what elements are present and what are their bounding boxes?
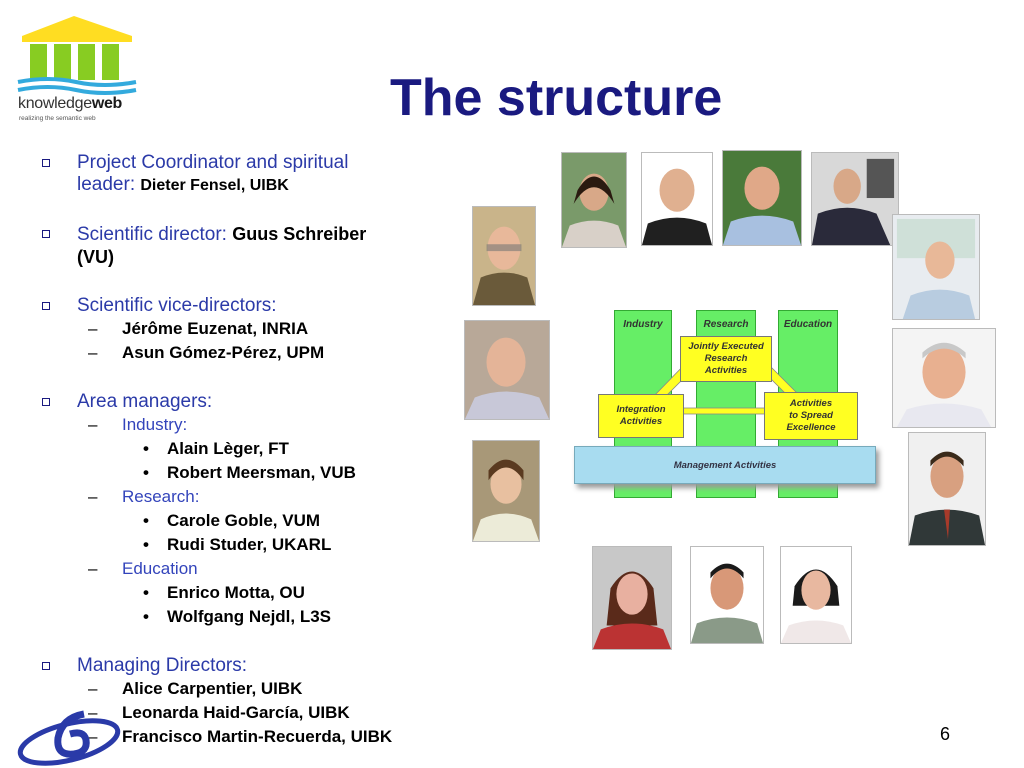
portrait-photo <box>908 432 986 546</box>
list-item: –Leonarda Haid-García, UIBK <box>88 703 350 722</box>
list-item: •Rudi Studer, UKARL <box>143 535 332 554</box>
research-heading: –Research: <box>88 487 200 506</box>
page-number: 6 <box>940 724 951 744</box>
square-bullet-icon <box>42 230 50 238</box>
portrait-photo <box>592 546 672 650</box>
portrait-photo <box>641 152 713 246</box>
list-item: •Wolfgang Nejdl, L3S <box>143 607 332 626</box>
logo-wordmark: knowledgeweb <box>18 95 123 112</box>
portrait-photo <box>780 546 852 644</box>
knowledgeweb-logo <box>14 14 140 126</box>
list-item: –Francisco Martin-Recuerda, UIBK <box>88 727 393 746</box>
list-item: •Carole Goble, VUM <box>143 511 321 530</box>
list-item: –Asun Gómez-Pérez, UPM <box>88 343 325 362</box>
list-item: –Alice Carpentier, UIBK <box>88 679 303 698</box>
portrait-photo <box>472 440 540 542</box>
list-item: •Alain Lèger, FT <box>143 439 289 458</box>
portrait-photo <box>464 320 550 420</box>
vice-directors-item: Scientific vice-directors: <box>40 295 460 317</box>
portrait-photo <box>722 150 802 246</box>
square-bullet-icon <box>42 398 50 406</box>
eu-sixth-framework-logo-icon <box>17 710 121 766</box>
slide-title: The structure <box>390 69 723 127</box>
area-managers-item: Area managers: <box>40 391 460 413</box>
education-heading: –Education <box>88 559 198 578</box>
managing-directors-item: Managing Directors: <box>40 655 460 677</box>
list-item: •Robert Meersman, VUB <box>143 463 356 482</box>
coordinator-item: Project Coordinator and spiritual leader… <box>40 152 460 197</box>
structure-diagram: Industry Research Education Jointly Exec… <box>574 308 880 504</box>
square-bullet-icon <box>42 159 50 167</box>
management-activities-bar: Management Activities <box>574 446 876 484</box>
portrait-photo <box>561 152 627 248</box>
portrait-photo <box>690 546 764 644</box>
portrait-photo <box>892 328 996 428</box>
list-item: •Enrico Motta, OU <box>143 583 305 602</box>
logo-tagline: realizing the semantic web <box>19 115 96 122</box>
square-bullet-icon <box>42 662 50 670</box>
list-item: –Jérôme Euzenat, INRIA <box>88 319 309 338</box>
square-bullet-icon <box>42 302 50 310</box>
temple-logo-icon <box>17 16 137 95</box>
portrait-photo <box>472 206 536 306</box>
structure-list: Project Coordinator and spiritual leader… <box>40 152 460 749</box>
industry-heading: –Industry: <box>88 415 188 434</box>
portrait-photo <box>811 152 899 246</box>
portrait-photo <box>892 214 980 320</box>
scientific-director-item: Scientific director: Guus Schreiber (VU) <box>40 223 460 269</box>
